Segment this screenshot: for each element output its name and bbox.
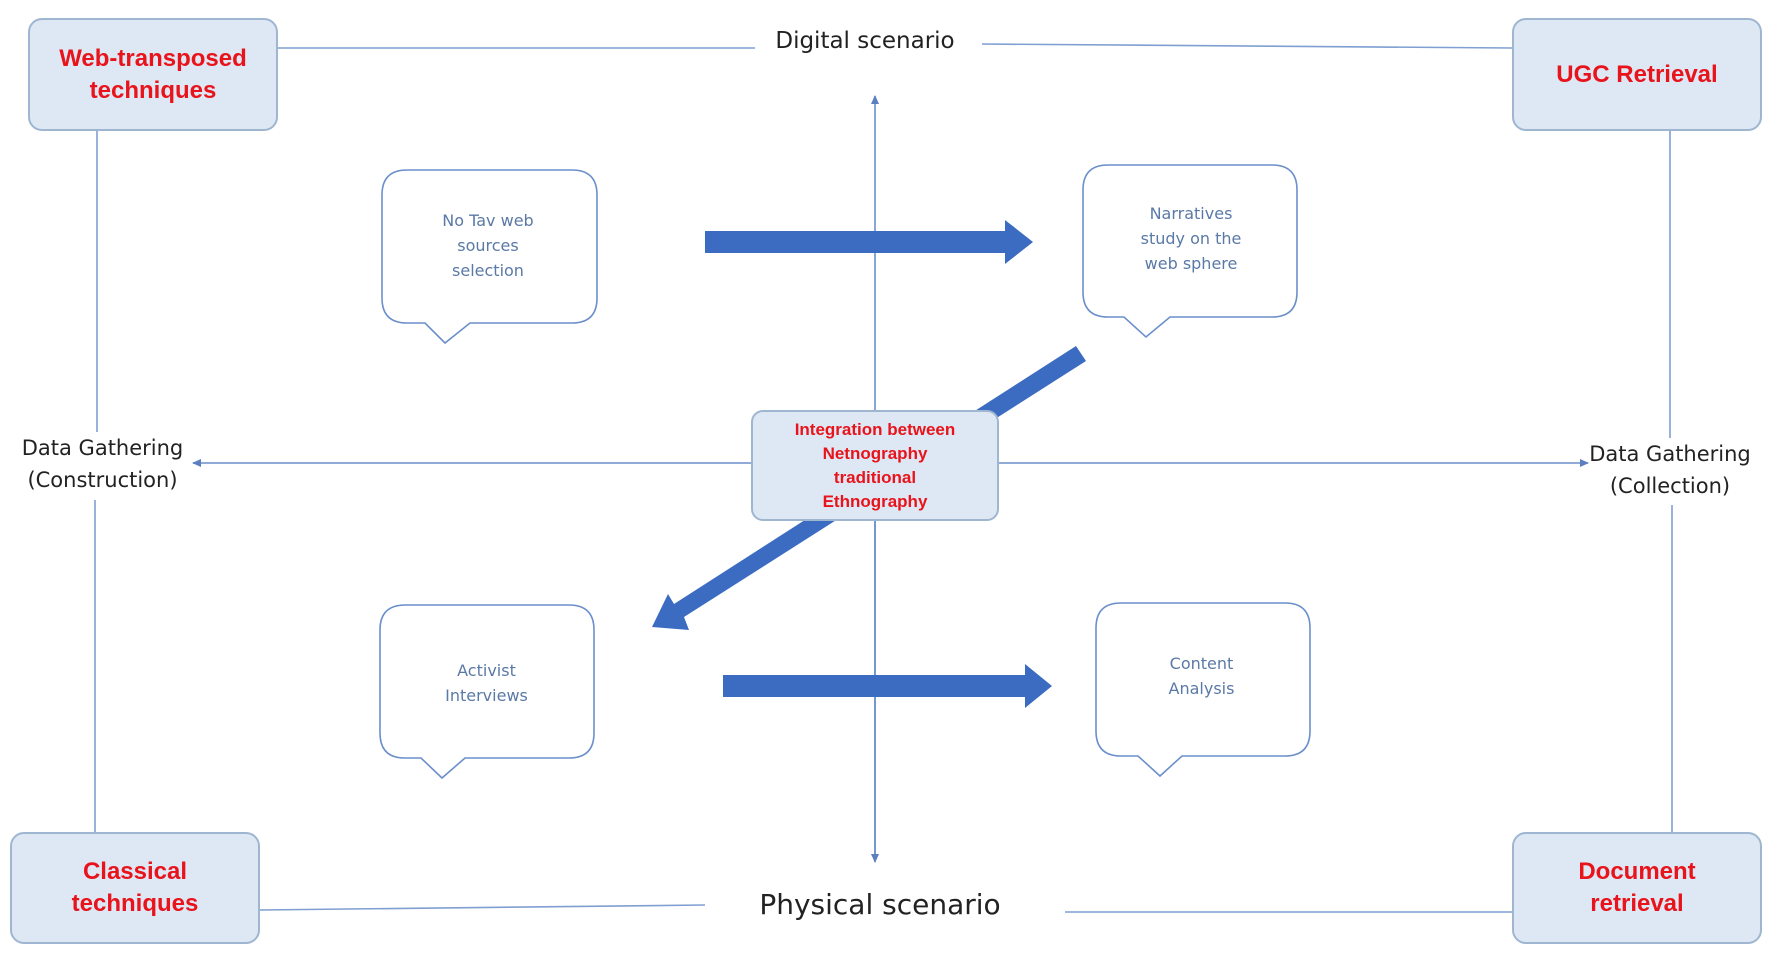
arrow-bottom-right	[723, 664, 1052, 708]
bubble-text-content-analysis: Content Analysis	[1168, 654, 1235, 698]
ugc-retrieval-box: UGC Retrieval	[1512, 18, 1762, 131]
bubble-bottom-left	[379, 604, 595, 780]
classical-techniques-box: Classical techniques	[10, 832, 260, 944]
document-retrieval-box: Document retrieval	[1512, 832, 1762, 944]
digital-scenario-label: Digital scenario	[775, 28, 955, 54]
web-transposed-techniques-box: Web-transposed techniques	[28, 18, 278, 131]
bubble-text-web-sources: No Tav web sources selection	[442, 211, 534, 280]
frame-line-top-right	[981, 43, 1513, 49]
bubble-top-right	[1082, 164, 1298, 339]
integration-box: Integration between Netnography traditio…	[751, 410, 999, 521]
frame-line-bottom-left	[259, 904, 706, 911]
bubble-text-narratives: Narratives study on the web sphere	[1140, 204, 1242, 273]
bubble-text-interviews: Activist Interviews	[445, 661, 528, 705]
data-gathering-collection-label: Data Gathering (Collection)	[1589, 442, 1751, 498]
data-gathering-construction-label: Data Gathering (Construction)	[21, 436, 184, 492]
arrow-top-right	[705, 220, 1033, 264]
physical-scenario-label: Physical scenario	[759, 888, 1001, 921]
bubble-top-left	[381, 169, 598, 345]
bubble-bottom-right	[1095, 602, 1311, 778]
